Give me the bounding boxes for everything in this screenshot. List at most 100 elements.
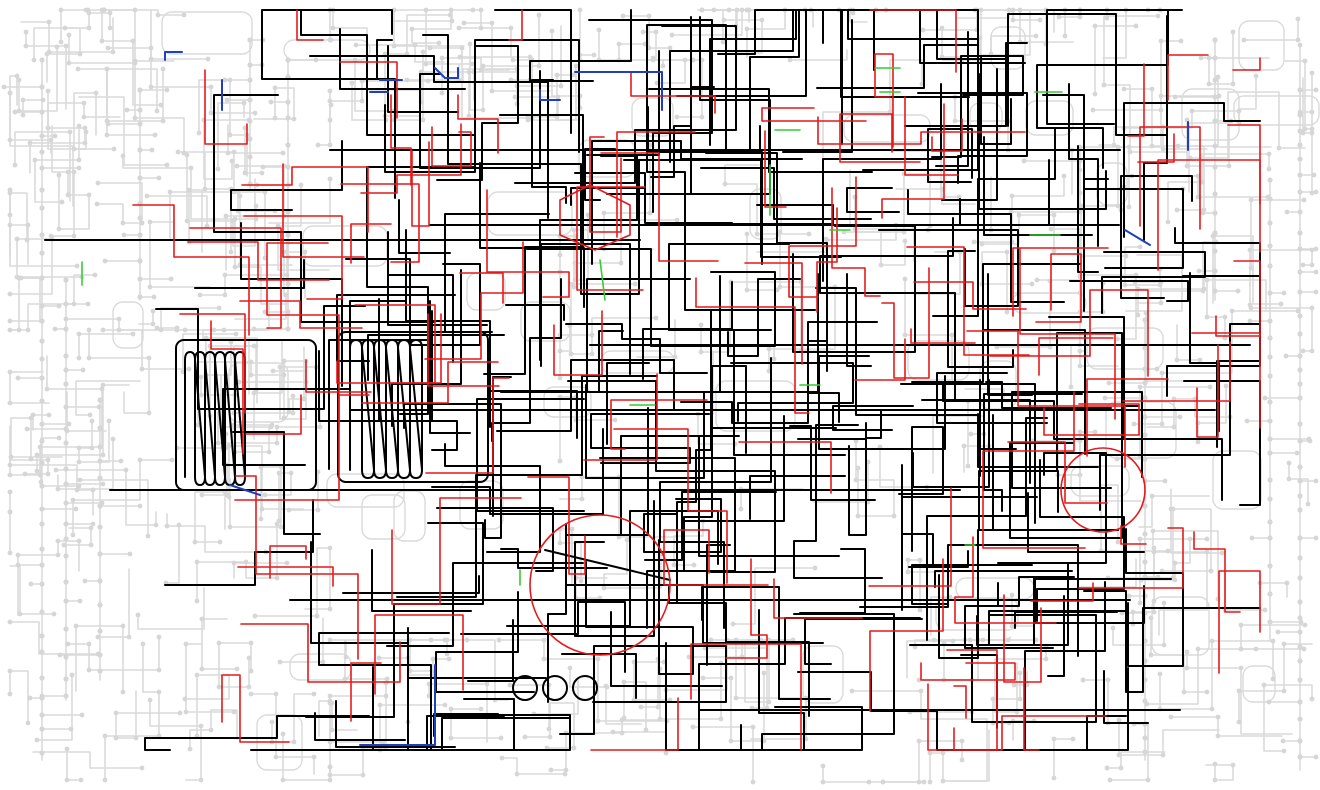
compound-node-862 — [821, 764, 826, 769]
highlight-red-path-43 — [351, 663, 381, 721]
compound-node-205 — [87, 356, 92, 361]
compound-node-354 — [247, 656, 252, 661]
compound-node-341 — [302, 397, 307, 402]
compound-node-1234 — [252, 327, 257, 332]
background-pathway-271 — [703, 673, 764, 741]
compound-node-655 — [1078, 349, 1083, 354]
compound-node-504 — [1205, 537, 1210, 542]
compound-node-83 — [105, 67, 110, 72]
compound-node-930 — [1017, 213, 1022, 218]
compound-node-578 — [1249, 198, 1254, 203]
compound-node-1277 — [1297, 209, 1302, 214]
compound-node-1360 — [1212, 210, 1217, 215]
compound-node-384 — [274, 692, 279, 697]
compound-node-1154 — [63, 521, 68, 526]
background-pathway-324 — [856, 232, 905, 265]
compound-node-787 — [656, 705, 661, 710]
background-pathway-243 — [975, 10, 1030, 55]
compound-node-490 — [1159, 39, 1164, 44]
compound-node-8 — [8, 91, 13, 96]
compound-node-177 — [45, 52, 50, 57]
compound-node-1311 — [1297, 658, 1302, 663]
compound-node-695 — [1169, 715, 1174, 720]
compound-node-11 — [228, 78, 233, 83]
compound-node-1309 — [1276, 630, 1281, 635]
compound-node-274 — [140, 766, 145, 771]
compound-node-681 — [1310, 306, 1315, 311]
compound-node-181 — [46, 89, 51, 94]
background-pathway-36 — [318, 91, 330, 145]
compound-node-848 — [729, 739, 734, 744]
compound-node-317 — [96, 635, 101, 640]
compound-node-366 — [100, 387, 105, 392]
compound-node-636 — [1117, 753, 1122, 758]
compound-node-1235 — [1142, 317, 1147, 322]
compound-node-1183 — [97, 668, 102, 673]
compound-node-931 — [1052, 213, 1057, 218]
compound-node-904 — [917, 780, 922, 785]
compound-node-214 — [278, 365, 283, 370]
background-group-box-4 — [290, 654, 351, 680]
compound-node-1126 — [39, 649, 44, 654]
compound-node-1100 — [19, 276, 24, 281]
compound-node-806 — [928, 751, 933, 756]
compound-node-478 — [329, 103, 334, 108]
highlight-blue-path-7 — [1125, 230, 1150, 245]
compound-node-648 — [1303, 59, 1308, 64]
compound-node-1065 — [1062, 174, 1067, 179]
compound-node-548 — [1213, 762, 1218, 767]
compound-node-1366 — [1212, 288, 1217, 293]
compound-node-781 — [563, 772, 568, 777]
compound-node-5 — [49, 138, 54, 143]
compound-node-10 — [228, 133, 233, 138]
compound-node-1112 — [39, 438, 44, 443]
compound-node-1123 — [29, 582, 34, 587]
compound-node-961 — [892, 514, 897, 519]
highlight-black-path-155 — [998, 453, 1106, 563]
compound-node-338 — [65, 778, 70, 783]
compound-node-1127 — [39, 675, 44, 680]
compound-node-805 — [941, 751, 946, 756]
compound-node-361 — [275, 441, 280, 446]
compound-node-236 — [47, 413, 52, 418]
highlight-red-path-96 — [1228, 125, 1260, 204]
compound-node-725 — [788, 58, 793, 63]
compound-node-1270 — [1297, 128, 1302, 133]
highlight-red-path-72 — [1138, 134, 1174, 162]
compound-node-21 — [254, 204, 259, 209]
compound-node-1361 — [1201, 211, 1206, 216]
highlight-black-path-58 — [984, 137, 1092, 235]
compound-node-1062 — [723, 182, 728, 187]
compound-node-403 — [354, 43, 359, 48]
compound-node-1099 — [39, 275, 44, 280]
compound-node-547 — [1213, 778, 1218, 783]
compound-node-292 — [157, 668, 162, 673]
compound-node-589 — [1263, 608, 1268, 613]
compound-node-1182 — [58, 653, 63, 658]
compound-node-791 — [991, 697, 996, 702]
compound-node-946 — [580, 497, 585, 502]
compound-node-1108 — [16, 376, 21, 381]
compound-node-892 — [919, 689, 924, 694]
compound-node-790 — [1018, 697, 1023, 702]
compound-node-1365 — [1197, 269, 1202, 274]
compound-node-719 — [722, 18, 727, 23]
compound-node-441 — [467, 114, 472, 119]
compound-node-982 — [648, 211, 653, 216]
compound-node-386 — [312, 755, 317, 760]
compound-node-1204 — [247, 37, 252, 42]
compound-node-995 — [969, 432, 974, 437]
compound-node-187 — [148, 220, 153, 225]
compound-node-31 — [328, 177, 333, 182]
compound-node-1242 — [1103, 396, 1108, 401]
compound-node-1109 — [39, 398, 44, 403]
compound-node-288 — [77, 446, 82, 451]
compound-node-192 — [101, 453, 106, 458]
compound-node-1116 — [39, 506, 44, 511]
background-pathway-231 — [724, 10, 762, 53]
compound-node-789 — [1018, 671, 1023, 676]
compound-node-1101 — [39, 303, 44, 308]
background-pathway-122 — [167, 514, 266, 552]
compound-node-331 — [8, 490, 13, 495]
highlight-red-path-60 — [611, 400, 707, 449]
